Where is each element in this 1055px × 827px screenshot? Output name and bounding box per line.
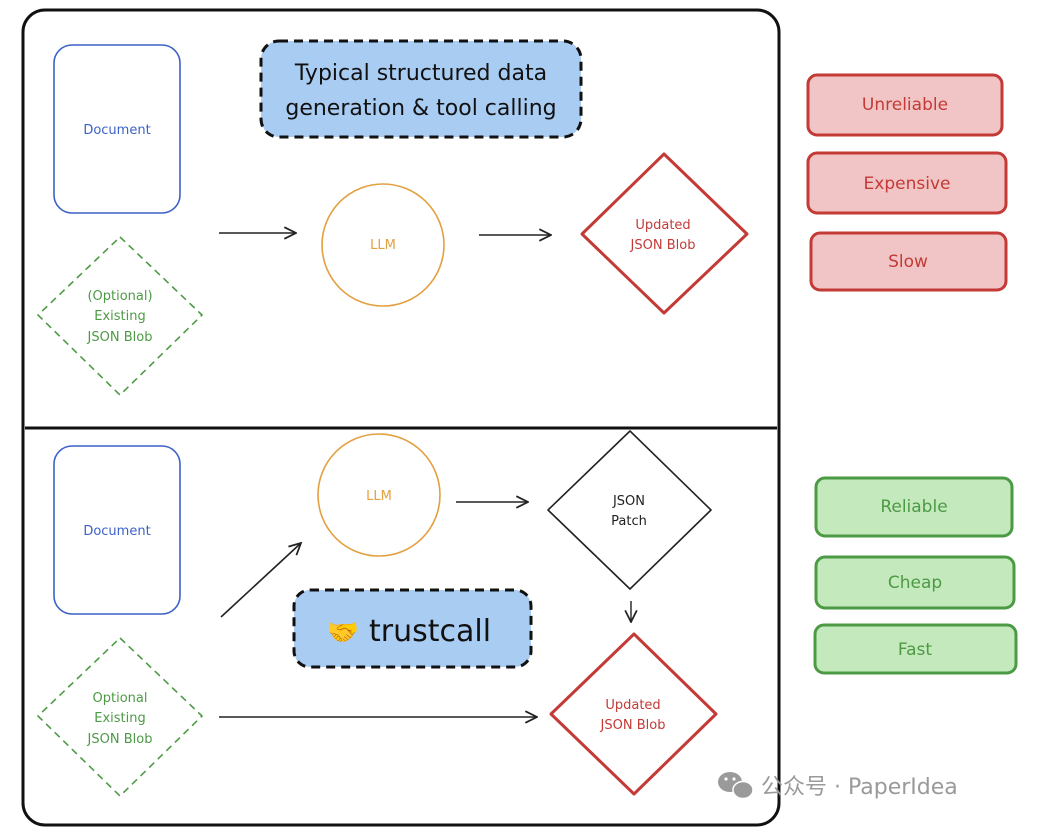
wechat-icon	[718, 772, 754, 800]
bottom-arrow-to-llm	[220, 543, 301, 618]
bottom-optional-line-1: Optional	[93, 691, 148, 706]
trustcall-label: trustcall	[369, 614, 491, 649]
tag-cheap-label: Cheap	[888, 573, 942, 593]
tag-slow-label: Slow	[888, 252, 928, 272]
bottom-document-label: Document	[83, 524, 150, 539]
patch-line-2: Patch	[611, 514, 647, 529]
top-optional-line-3: JSON Blob	[87, 330, 153, 345]
tag-expensive-label: Expensive	[864, 174, 951, 194]
tag-expensive: Expensive	[806, 151, 1008, 215]
top-optional-json-node: (Optional) Existing JSON Blob	[37, 236, 203, 396]
top-output-line-2: JSON Blob	[630, 238, 696, 253]
tag-fast: Fast	[813, 623, 1018, 675]
top-llm-label: LLM	[370, 238, 396, 253]
watermark: 公众号 · PaperIdea	[718, 772, 958, 800]
top-title-box: Typical structured data generation & too…	[259, 39, 583, 139]
tag-slow: Slow	[809, 231, 1008, 292]
tag-unreliable: Unreliable	[806, 73, 1004, 137]
handshake-icon: 🤝	[327, 618, 359, 648]
top-llm-node: LLM	[321, 183, 445, 307]
trustcall-box: 🤝 trustcall	[292, 588, 533, 669]
bottom-optional-line-3: JSON Blob	[87, 732, 153, 747]
bottom-output-line-1: Updated	[605, 698, 660, 713]
top-optional-line-1: (Optional)	[87, 289, 152, 304]
top-title-line-1: Typical structured data	[294, 61, 547, 86]
bottom-updated-json-node: Updated JSON Blob	[549, 632, 718, 796]
json-patch-node: JSON Patch	[547, 430, 712, 590]
top-optional-line-2: Existing	[94, 309, 146, 324]
tag-cheap: Cheap	[814, 555, 1016, 610]
top-document-label: Document	[83, 123, 150, 138]
top-updated-json-node: Updated JSON Blob	[580, 152, 749, 315]
bottom-llm-label: LLM	[366, 489, 392, 504]
top-title-line-2: generation & tool calling	[285, 96, 556, 121]
bottom-optional-line-2: Existing	[94, 711, 146, 726]
bottom-output-line-2: JSON Blob	[600, 718, 666, 733]
patch-line-1: JSON	[612, 494, 645, 509]
tag-reliable-label: Reliable	[880, 497, 947, 517]
tag-unreliable-label: Unreliable	[862, 95, 948, 115]
tag-fast-label: Fast	[898, 640, 932, 660]
bottom-llm-node: LLM	[317, 433, 441, 557]
top-document-node: Document	[53, 44, 181, 214]
tag-reliable: Reliable	[814, 476, 1014, 538]
top-output-line-1: Updated	[635, 218, 690, 233]
outer-frame	[21, 8, 781, 827]
bottom-document-node: Document	[53, 445, 181, 615]
watermark-text: 公众号 · PaperIdea	[761, 775, 958, 800]
bottom-optional-json-node: Optional Existing JSON Blob	[37, 637, 203, 797]
